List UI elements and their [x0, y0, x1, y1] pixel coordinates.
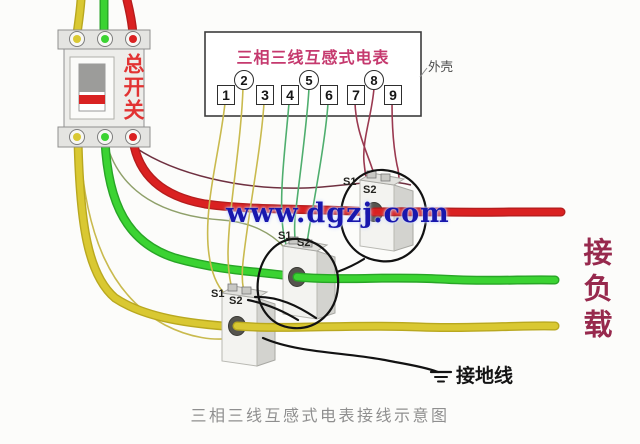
load-label: 接负载 [579, 237, 611, 345]
terminal-7: 7 [347, 85, 365, 105]
casing-label: 外壳 [428, 60, 454, 74]
ct2-s2-label: S2 [297, 237, 311, 249]
ground-symbol [429, 370, 453, 383]
ct3-terminal-s2 [241, 286, 252, 295]
diagram-caption: 三相三线互感式电表接线示意图 [190, 406, 450, 425]
ct3-s1-label: S1 [211, 288, 225, 300]
terminal-4: 4 [281, 85, 299, 105]
terminal-8: 8 [364, 70, 384, 90]
watermark: www.dgzj.com [226, 198, 450, 229]
terminal-2: 2 [234, 70, 254, 90]
casing-pointer-line [419, 67, 428, 78]
phase-wires-left [73, 135, 377, 332]
ct1-terminal-s2 [380, 173, 391, 182]
ct3-terminal-s1 [227, 283, 238, 292]
ct2-loop [256, 237, 340, 330]
terminal-6: 6 [320, 85, 338, 105]
main-breaker-label: 总开关 [121, 53, 144, 122]
main-breaker [57, 29, 151, 148]
ground-label: 接地线 [456, 366, 514, 387]
secondary-wiring [246, 168, 440, 374]
terminal-5: 5 [299, 70, 319, 90]
ct1-loop [339, 168, 428, 263]
terminal-3: 3 [256, 85, 274, 105]
terminal-9: 9 [384, 85, 402, 105]
terminal-1: 1 [217, 85, 235, 105]
ct3-s2-label: S2 [229, 295, 243, 307]
ct2-s1-label: S1 [278, 230, 292, 242]
ct1-s1-label: S1 [343, 176, 357, 188]
ground-wire [261, 336, 440, 374]
ct1-s2-label: S2 [363, 184, 377, 196]
meter-title: 三相三线互感式电表 [236, 50, 390, 67]
top-feed-wires [72, 0, 138, 39]
